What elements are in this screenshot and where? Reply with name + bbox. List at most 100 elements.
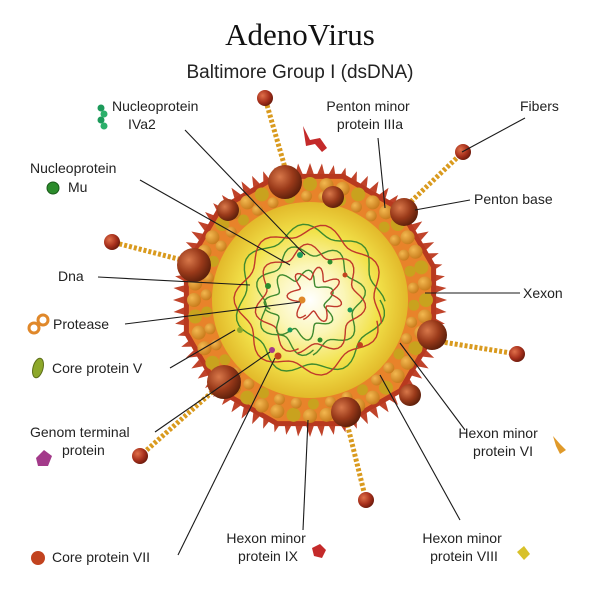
label-core-protein-v: Core protein V <box>52 360 143 376</box>
capsid-spike <box>173 296 185 304</box>
core-protein-dot <box>274 352 282 360</box>
hexon-bead <box>371 374 383 386</box>
hexon-bead <box>258 387 270 399</box>
penton-base <box>331 397 361 427</box>
hexon-bead <box>408 299 420 311</box>
leader-viii <box>379 374 461 521</box>
hexon-bead <box>406 316 418 328</box>
leader-iiia <box>377 137 386 209</box>
hexon-bead <box>401 333 413 345</box>
label-hexon-minor-vi: Hexon minor protein VI <box>458 425 541 459</box>
capsid-spike <box>369 407 379 419</box>
fiber-knob <box>104 234 120 250</box>
core-protein-vii-icon <box>31 551 45 565</box>
fiber-shaft <box>138 383 222 458</box>
label-core-protein-vii: Core protein VII <box>52 549 150 565</box>
label-dna: Dna <box>58 268 84 284</box>
hexon-bead <box>383 362 395 374</box>
dna-strand <box>235 223 386 372</box>
capsid-spike <box>221 394 232 405</box>
core-protein-dot <box>342 272 348 278</box>
hexon-bead <box>303 177 317 191</box>
hexon-bead <box>307 398 319 410</box>
capsid-spike <box>435 285 447 293</box>
hexon-bead <box>365 195 380 210</box>
leader-core-vii <box>177 357 276 556</box>
core-protein-dot <box>327 259 333 265</box>
hexon-bead <box>400 355 415 370</box>
core-protein-dot <box>357 342 363 348</box>
hexon-minor-vi-icon <box>553 436 566 454</box>
hexon-bead <box>215 240 227 252</box>
label-penton-minor-iiia: Penton minor protein IIIa <box>326 98 413 132</box>
nucleoprotein-mu-icon <box>46 181 60 195</box>
core-proteins <box>237 252 363 360</box>
capsid-spike <box>435 296 447 304</box>
capsid-spike <box>191 231 203 241</box>
penton-minor-iiia-icon <box>303 126 327 152</box>
capsid-spike <box>306 163 314 175</box>
virus-capsid <box>177 165 447 427</box>
penton-base <box>390 198 418 226</box>
fiber-shaft <box>111 239 191 265</box>
capsid-spike <box>328 423 336 435</box>
leader-protease <box>124 301 301 325</box>
hexon-bead <box>303 409 317 423</box>
hexon-bead <box>240 195 255 210</box>
hexon-minor-ix-icon <box>312 544 326 558</box>
hexon-bead <box>200 289 212 301</box>
dna-strands <box>233 223 386 376</box>
hexon-bead <box>350 201 362 213</box>
protease-icon <box>27 313 50 335</box>
capsid-spike <box>435 307 447 315</box>
capsid-spike <box>173 307 185 315</box>
capsid-spike <box>388 195 399 206</box>
hexon-bead <box>404 265 416 277</box>
core-protein-dot <box>297 252 303 258</box>
hexon-bead <box>419 293 433 307</box>
hexon-bead <box>191 325 206 340</box>
label-hexon-minor-viii: Hexon minor protein VIII <box>422 530 505 564</box>
fiber-knob <box>257 90 273 106</box>
hexon-bead <box>365 390 380 405</box>
hexon-bead <box>319 407 334 422</box>
hexon-bead <box>356 384 368 396</box>
hexon-bead <box>204 323 216 335</box>
capsid-spike <box>433 274 445 282</box>
leader-vi <box>399 342 466 431</box>
hexon-bead <box>219 354 231 366</box>
hexon-bead <box>205 355 220 370</box>
label-penton-base: Penton base <box>474 191 553 207</box>
diagram-title: AdenoVirus <box>225 17 375 52</box>
label-nucleoprotein-iva2: Nucleoprotein IVa2 <box>112 98 202 132</box>
fibers-group <box>104 90 525 508</box>
capsid-spike <box>417 359 429 369</box>
hexon-bead <box>205 230 220 245</box>
label-xexon: Xexon <box>523 285 563 301</box>
leader-penton-base <box>414 199 471 211</box>
core-protein-dot <box>265 283 271 289</box>
hexon-bead <box>267 197 279 209</box>
hexon-bead <box>301 190 313 202</box>
penton-base <box>322 186 344 208</box>
capsid-spike <box>191 359 203 369</box>
core-protein-dot <box>237 327 243 333</box>
leader-ix <box>302 419 309 531</box>
hexon-bead <box>240 390 255 405</box>
leader-dna <box>97 276 251 286</box>
hexon-bead <box>286 407 301 422</box>
capsid-spike <box>369 181 379 193</box>
nucleoprotein-iva2-icon <box>97 104 108 130</box>
core-protein-dot <box>269 347 275 353</box>
dna-strand <box>233 224 383 376</box>
capsid-spike <box>241 407 251 419</box>
hexon-bead <box>378 205 393 220</box>
hexon-bead <box>378 221 390 233</box>
core-protein-dot <box>317 337 323 343</box>
hexon-bead <box>407 282 419 294</box>
hexon-bead <box>187 293 201 307</box>
hexon-bead <box>398 249 410 261</box>
capsid-spike <box>328 165 336 177</box>
capsid-spike <box>205 211 216 222</box>
penton-base <box>217 199 239 221</box>
